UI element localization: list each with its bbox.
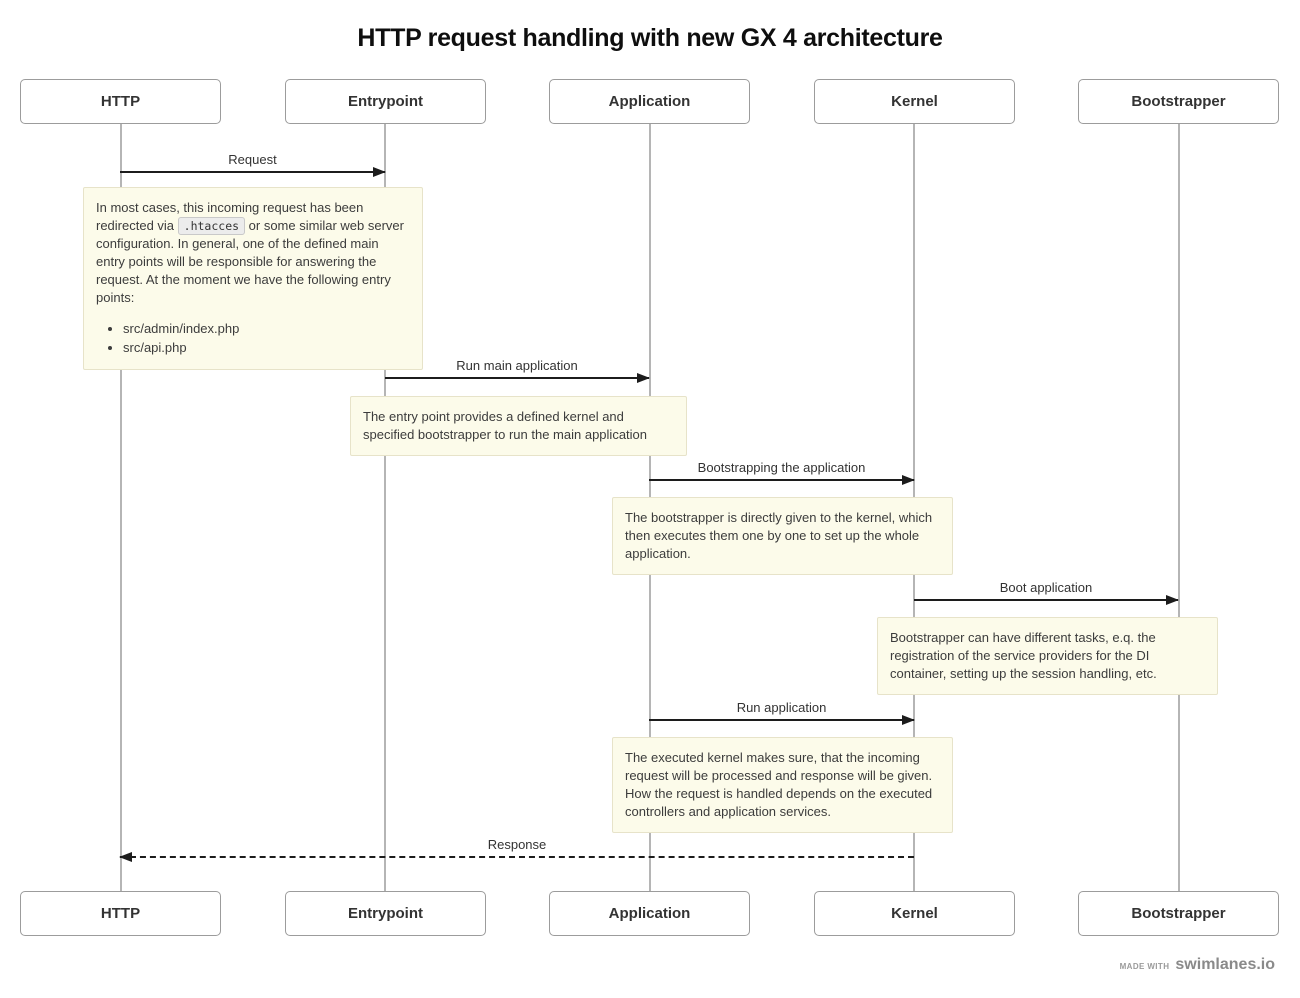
message-response: Response xyxy=(119,836,914,862)
arrow-line xyxy=(914,595,1179,605)
actor-label: HTTP xyxy=(100,905,141,922)
actor-bottom-entrypoint: Entrypoint xyxy=(285,891,486,936)
actor-label: Kernel xyxy=(891,93,938,110)
note-text: The entry point provides a defined kerne… xyxy=(363,409,648,442)
arrowhead-right-icon xyxy=(1166,595,1179,605)
actor-top-bootstrapper: Bootstrapper xyxy=(1078,79,1279,124)
actor-bottom-kernel: Kernel xyxy=(814,891,1015,936)
arrowhead-right-icon xyxy=(902,475,915,485)
note-bootstrapper-tasks: Bootstrapper can have different tasks, e… xyxy=(877,617,1218,695)
actor-top-kernel: Kernel xyxy=(814,79,1015,124)
note-executed-kernel: The executed kernel makes sure, that the… xyxy=(612,737,953,833)
note-bootstrapper-kernel: The bootstrapper is directly given to th… xyxy=(612,497,953,575)
message-label: Request xyxy=(228,152,277,167)
message-run-application: Run application xyxy=(649,699,915,725)
actor-top-entrypoint: Entrypoint xyxy=(285,79,486,124)
list-item: src/api.php xyxy=(123,339,410,357)
arrow-line xyxy=(385,373,650,383)
message-request: Request xyxy=(120,151,386,177)
actor-label: Bootstrapper xyxy=(1131,905,1226,922)
note-text: The bootstrapper is directly given to th… xyxy=(625,510,933,561)
actor-top-http: HTTP xyxy=(20,79,221,124)
message-label: Run main application xyxy=(456,358,578,373)
lifeline-entrypoint xyxy=(384,124,386,891)
note-text: In most cases, this incoming request has… xyxy=(96,200,364,233)
message-label: Run application xyxy=(736,700,827,715)
message-boot-application: Boot application xyxy=(914,579,1179,605)
inline-code: .htacces xyxy=(177,217,246,235)
actor-label: Entrypoint xyxy=(348,905,423,922)
note-text: Bootstrapper can have different tasks, e… xyxy=(890,630,1157,681)
actor-label: Entrypoint xyxy=(348,93,423,110)
note-text: or some similar web server configuration… xyxy=(96,218,404,305)
actor-label: Application xyxy=(608,905,691,922)
message-bootstrapping-application: Bootstrapping the application xyxy=(649,459,915,485)
lifeline-bootstrapper xyxy=(1177,124,1180,891)
entry-points-list: src/admin/index.php src/api.php xyxy=(96,320,410,357)
arrow-line xyxy=(120,167,386,177)
arrowhead-right-icon xyxy=(902,715,915,725)
message-label: Bootstrapping the application xyxy=(697,460,866,475)
actor-label: Kernel xyxy=(891,905,938,922)
note-entry-point: The entry point provides a defined kerne… xyxy=(350,396,687,456)
lifeline-http xyxy=(119,124,122,891)
actor-top-application: Application xyxy=(549,79,750,124)
actor-bottom-bootstrapper: Bootstrapper xyxy=(1078,891,1279,936)
message-run-main-application: Run main application xyxy=(385,357,650,383)
footer-credit: MADE WITH swimlanes.io xyxy=(1120,956,1275,974)
swimlanes-brand-link[interactable]: swimlanes.io xyxy=(1175,956,1275,973)
arrowhead-right-icon xyxy=(373,167,386,177)
actor-bottom-http: HTTP xyxy=(20,891,221,936)
arrow-line-dashed xyxy=(119,852,914,862)
actor-label: Application xyxy=(608,93,691,110)
list-item: src/admin/index.php xyxy=(123,320,410,338)
arrow-line xyxy=(649,475,915,485)
note-incoming-request: In most cases, this incoming request has… xyxy=(83,187,423,370)
arrow-line xyxy=(649,715,915,725)
arrowhead-left-icon xyxy=(119,852,132,862)
actor-label: HTTP xyxy=(100,93,141,110)
diagram-title: HTTP request handling with new GX 4 arch… xyxy=(357,24,943,52)
actor-label: Bootstrapper xyxy=(1131,93,1226,110)
message-label: Response xyxy=(487,837,547,852)
message-label: Boot application xyxy=(999,580,1093,595)
actor-bottom-application: Application xyxy=(549,891,750,936)
arrowhead-right-icon xyxy=(637,373,650,383)
made-with-label: MADE WITH xyxy=(1119,962,1170,971)
note-text: The executed kernel makes sure, that the… xyxy=(625,750,933,819)
